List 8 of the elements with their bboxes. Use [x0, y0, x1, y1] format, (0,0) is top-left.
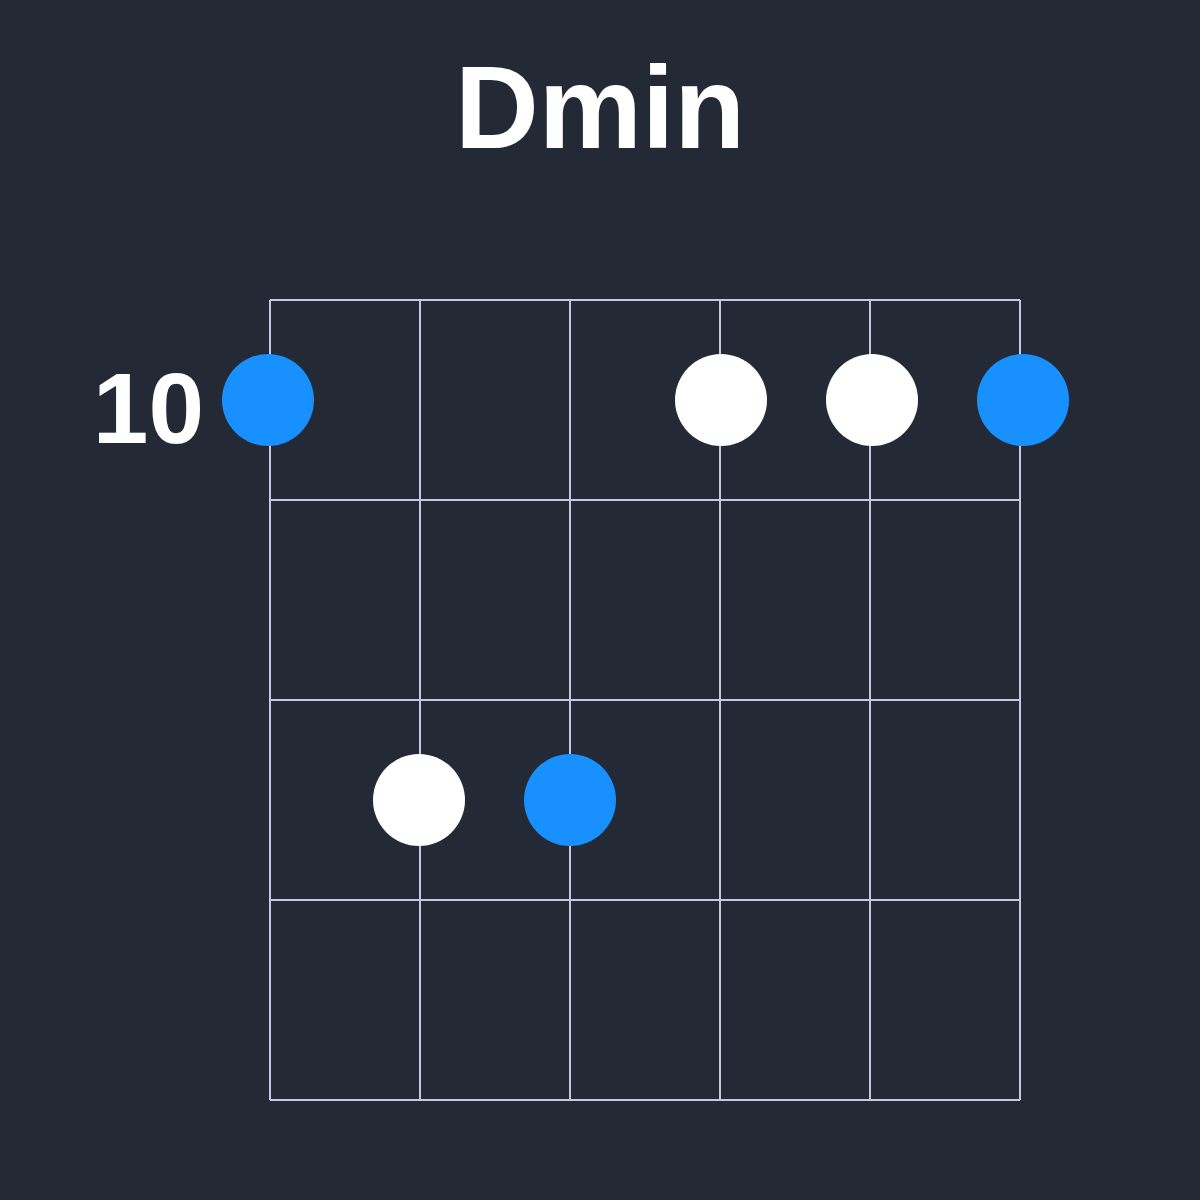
finger-dot: [373, 754, 465, 846]
chord-title: Dmin: [455, 50, 745, 166]
fret-number: 10: [92, 358, 204, 458]
finger-dot: [222, 354, 314, 446]
finger-dot: [524, 754, 616, 846]
finger-dot: [977, 354, 1069, 446]
finger-dot: [826, 354, 918, 446]
finger-dot: [675, 354, 767, 446]
